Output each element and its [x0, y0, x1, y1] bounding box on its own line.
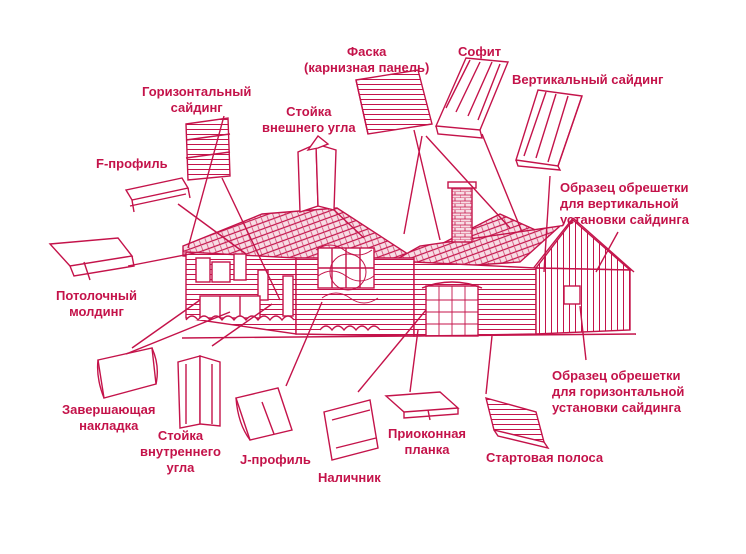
fascia-panel-icon — [355, 69, 433, 135]
label-starter-strip: Стартовая полоса — [486, 450, 604, 465]
label-ceiling-molding: Потолочный молдинг — [56, 288, 137, 319]
label-finish-trim: Завершающая накладка — [62, 402, 156, 433]
outside-corner-post-icon — [297, 134, 337, 213]
right-wall — [535, 267, 631, 335]
label-furring-horizontal: Образец обрешетки для горизонтальной уст… — [552, 368, 685, 415]
inside-corner-post-icon — [177, 355, 221, 429]
ceiling-molding-icon — [48, 237, 135, 281]
label-horizontal-siding: Горизонтальный сайдинг — [142, 84, 252, 115]
window — [195, 257, 211, 283]
label-j-channel: J-профиль — [240, 452, 311, 467]
house — [181, 181, 637, 339]
vertical-siding-panel-icon — [515, 89, 583, 171]
label-window-sill: Приоконная планка — [388, 426, 467, 457]
label-furring-vertical: Образец обрешетки для вертикальной устан… — [560, 180, 689, 227]
label-fascia: Фаска (карнизная панель) — [304, 44, 430, 75]
label-vertical-siding: Вертикальный сайдинг — [512, 72, 664, 87]
horizontal-siding-panel-icon — [185, 117, 231, 181]
watermark-logo — [315, 244, 379, 304]
casing-icon — [323, 399, 379, 461]
label-casing: Наличник — [318, 470, 381, 485]
label-inside-corner: Стойка внутреннего угла — [140, 428, 221, 475]
j-channel-icon — [235, 387, 293, 441]
label-outside-corner: Стойка внешнего угла — [262, 104, 356, 135]
window — [233, 253, 247, 281]
label-f-channel: F-профиль — [96, 156, 168, 171]
shrubs — [185, 315, 295, 322]
window-sill-icon — [384, 391, 460, 421]
finish-trim-icon — [96, 347, 159, 399]
label-soffit: Софит — [458, 44, 502, 59]
chimney — [451, 185, 473, 243]
leader-lines — [125, 115, 619, 395]
parts — [48, 57, 583, 461]
soffit-panel-icon — [434, 57, 510, 139]
starter-strip-icon — [485, 397, 550, 450]
f-channel-icon — [124, 177, 191, 213]
